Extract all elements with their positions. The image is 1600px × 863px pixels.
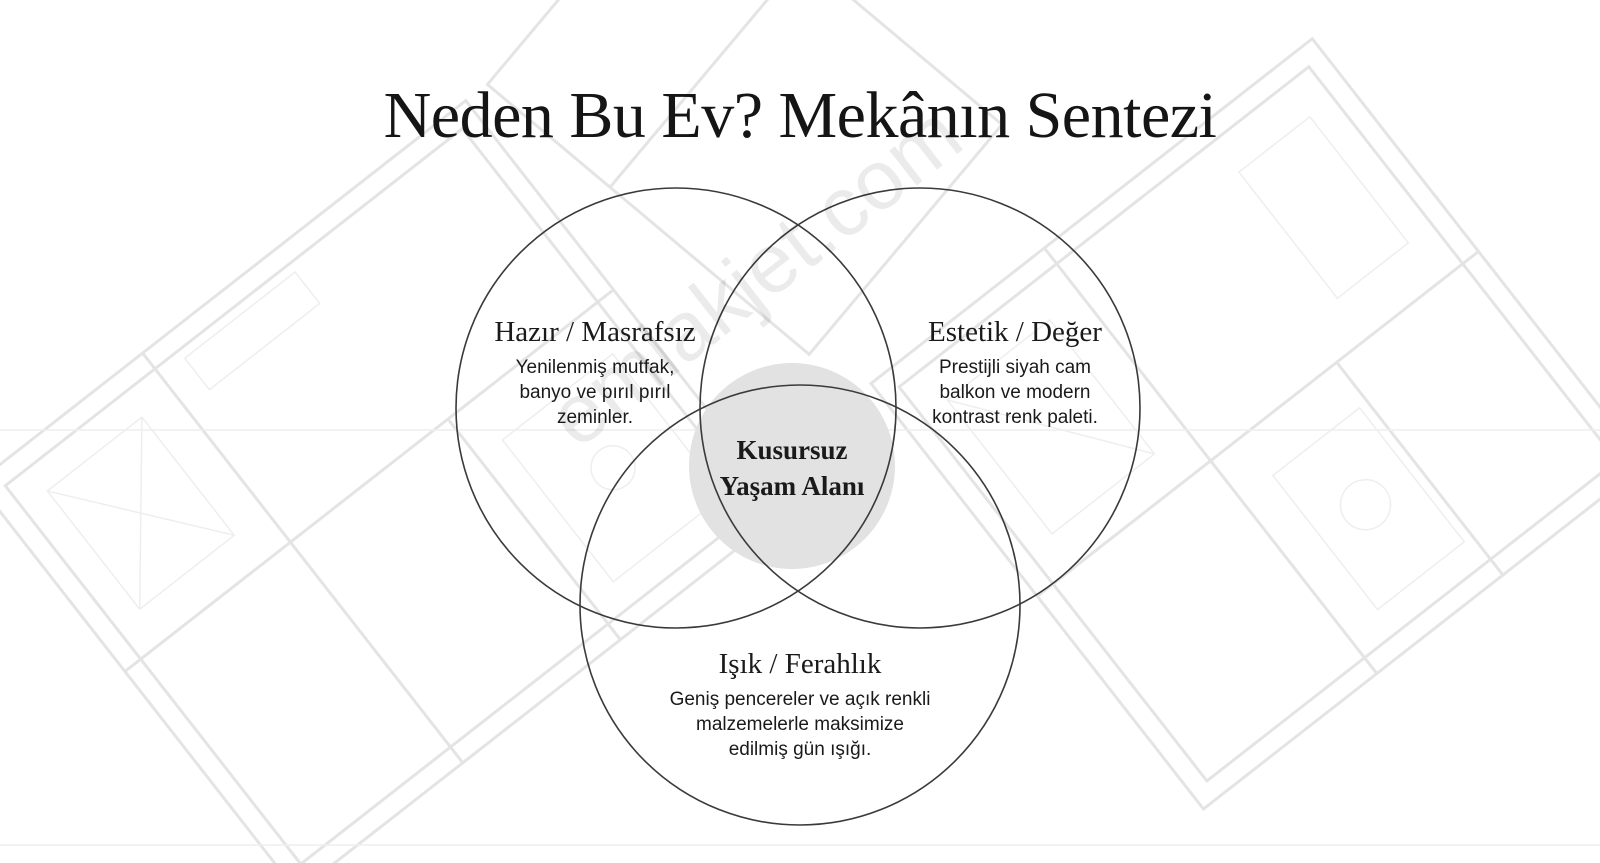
set-bottom-description: Geniş pencereler ve açık renkli malzemel… [630,687,970,762]
set-left: Hazır / Masrafsız Yenilenmiş mutfak, ban… [460,315,730,430]
set-right-line-1: Prestijli siyah cam [938,357,1092,378]
set-right: Estetik / Değer Prestijli siyah cam balk… [880,315,1150,430]
center-overlap-highlight [689,363,895,569]
set-right-line-3: kontrast renk paleti. [932,407,1098,428]
set-left-heading: Hazır / Masrafsız [494,316,696,348]
intersection-label: Kusursuz Yaşam Alanı [692,432,892,504]
set-right-description: Prestijli siyah cam balkon ve modern kon… [880,355,1150,430]
set-bottom-line-3: edilmiş gün ışığı. [728,739,872,760]
set-right-heading: Estetik / Değer [928,316,1102,348]
set-left-line-2: banyo ve pırıl pırıl [519,382,671,403]
set-left-line-1: Yenilenmiş mutfak, [515,357,675,378]
circle-right [699,187,1141,629]
set-bottom: Işık / Ferahlık Geniş pencereler ve açık… [630,647,970,762]
page-title: Neden Bu Ev? Mekânın Sentezi [383,79,1217,152]
set-right-line-2: balkon ve modern [939,382,1091,403]
intersection-line-1: Kusursuz [736,435,848,465]
set-bottom-line-1: Geniş pencereler ve açık renkli [669,689,931,710]
set-left-description: Yenilenmiş mutfak, banyo ve pırıl pırıl … [460,355,730,430]
set-bottom-line-2: malzemelerle maksimize [696,714,904,735]
set-left-line-3: zeminler. [556,407,634,428]
circle-bottom [579,384,1021,826]
set-bottom-heading: Işık / Ferahlık [718,648,882,680]
intersection-line-2: Yaşam Alanı [719,471,865,501]
circle-left [455,187,897,629]
